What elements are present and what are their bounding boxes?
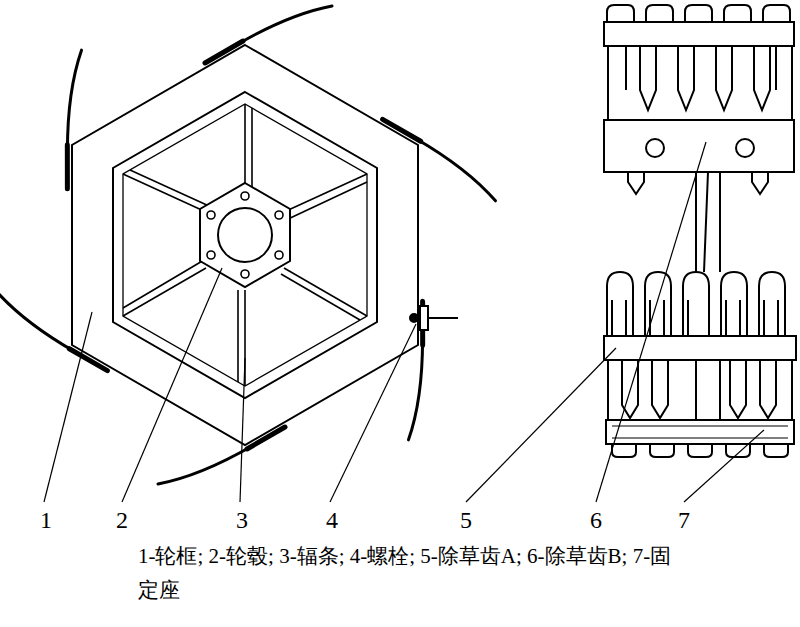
callout-number: 3 bbox=[236, 508, 248, 532]
wheel-frame-inner bbox=[113, 92, 377, 398]
wheel-frame-outer bbox=[72, 45, 418, 445]
hub-bore bbox=[218, 208, 272, 262]
leader-lines bbox=[44, 142, 764, 502]
weeding-teeth bbox=[0, 6, 495, 484]
hub-bolt-holes bbox=[207, 192, 283, 278]
callout-number: 1 bbox=[40, 508, 52, 532]
parts-caption: 1-轮框; 2-轮毂; 3-辐条; 4-螺栓; 5-除草齿A; 6-除草齿B; … bbox=[138, 540, 678, 607]
bolt bbox=[410, 306, 458, 330]
callout-number: 6 bbox=[590, 508, 602, 532]
wheel-frame-depth bbox=[123, 104, 367, 386]
callout-number: 2 bbox=[116, 508, 128, 532]
callout-number: 4 bbox=[326, 508, 338, 532]
hub bbox=[200, 183, 290, 287]
spokes bbox=[123, 104, 367, 386]
callout-number: 5 bbox=[460, 508, 472, 532]
side-view bbox=[604, 5, 796, 457]
callout-number: 7 bbox=[678, 508, 690, 532]
